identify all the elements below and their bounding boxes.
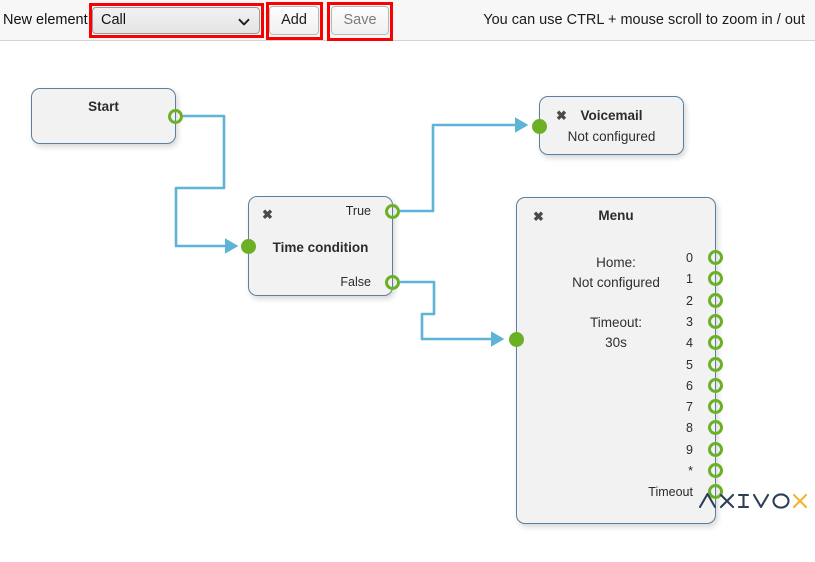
node-voicemail-subtitle: Not configured [567,129,656,144]
node-menu-port-label-2: 2 [686,293,693,308]
edge-timecondition-false-to-menu [399,280,505,347]
node-menu-port-label-9: 9 [686,442,693,457]
port-label-true: True [345,204,371,218]
node-menu-output-port-6[interactable] [708,377,723,393]
node-menu-port-label-1: 1 [686,272,693,287]
edge-timecondition-true-to-voicemail [399,117,529,213]
node-menu-output-port-*[interactable] [708,463,723,478]
node-menu-port-label-3: 3 [686,314,693,329]
node-menu-port-label-4: 4 [686,336,693,351]
node-menu-timeout-label: Timeout: [589,315,643,330]
node-start[interactable]: Start [31,88,183,144]
node-menu-input-port[interactable] [509,332,524,347]
node-menu-output-port-5[interactable] [708,356,723,372]
node-voicemail-input-port[interactable] [532,119,547,134]
node-menu-output-port-4[interactable] [708,335,723,351]
edge-start-to-timecondition [174,114,239,254]
node-menu-port-label-*: * [688,464,693,478]
node-menu-timeout-value: 30s [605,335,627,350]
node-menu-title: Menu [598,208,634,223]
node-time-condition-output-true[interactable] [385,204,400,219]
axivox-logo [698,489,810,513]
element-type-select-value: Call [101,12,126,28]
node-menu-port-label-7: 7 [686,400,693,415]
flow-canvas[interactable]: Start ✖ Time condition True False ✖ Voic… [0,41,815,562]
element-type-select[interactable]: Call [92,7,260,34]
node-menu-port-label-0: 0 [686,251,693,265]
node-time-condition-title: Time condition [272,240,369,255]
node-menu-home-value: Not configured [572,275,660,290]
close-icon[interactable]: ✖ [262,207,273,222]
zoom-hint-text: You can use CTRL + mouse scroll to zoom … [483,12,805,28]
close-icon[interactable]: ✖ [556,108,567,123]
node-time-condition-input-port[interactable] [241,239,256,254]
toolbar: New element Call Add Save You can use CT… [0,0,815,41]
node-start-output-port[interactable] [168,109,183,124]
node-menu-port-label-5: 5 [686,357,693,372]
node-time-condition[interactable]: ✖ Time condition True False [241,196,400,296]
node-voicemail[interactable]: ✖ Voicemail Not configured [532,96,684,155]
node-menu-output-port-2[interactable] [708,292,723,308]
new-element-label: New element [3,12,88,28]
node-menu-output-port-8[interactable] [708,420,723,436]
close-icon[interactable]: ✖ [533,209,544,224]
node-voicemail-title: Voicemail [580,108,643,123]
chevron-down-icon [238,16,250,28]
node-menu-port-label-6: 6 [686,378,693,393]
add-button[interactable]: Add [269,6,319,35]
port-label-false: False [340,275,371,289]
node-menu-home-label: Home: [596,255,636,270]
node-menu-output-port-7[interactable] [708,399,723,415]
node-menu-output-port-1[interactable] [708,271,723,287]
node-time-condition-output-false[interactable] [385,275,400,290]
save-button[interactable]: Save [331,6,389,35]
node-menu-output-port-9[interactable] [708,441,723,457]
node-menu-output-port-0[interactable] [708,250,723,265]
node-menu-output-port-3[interactable] [708,313,723,329]
node-menu-port-label-timeout: Timeout [648,485,693,500]
node-start-title: Start [88,99,119,114]
node-menu-port-label-8: 8 [686,421,693,436]
node-menu[interactable]: ✖ Menu Home: Not configured Timeout: 30s… [509,197,723,524]
node-menu-output-port-timeout[interactable] [708,484,723,500]
